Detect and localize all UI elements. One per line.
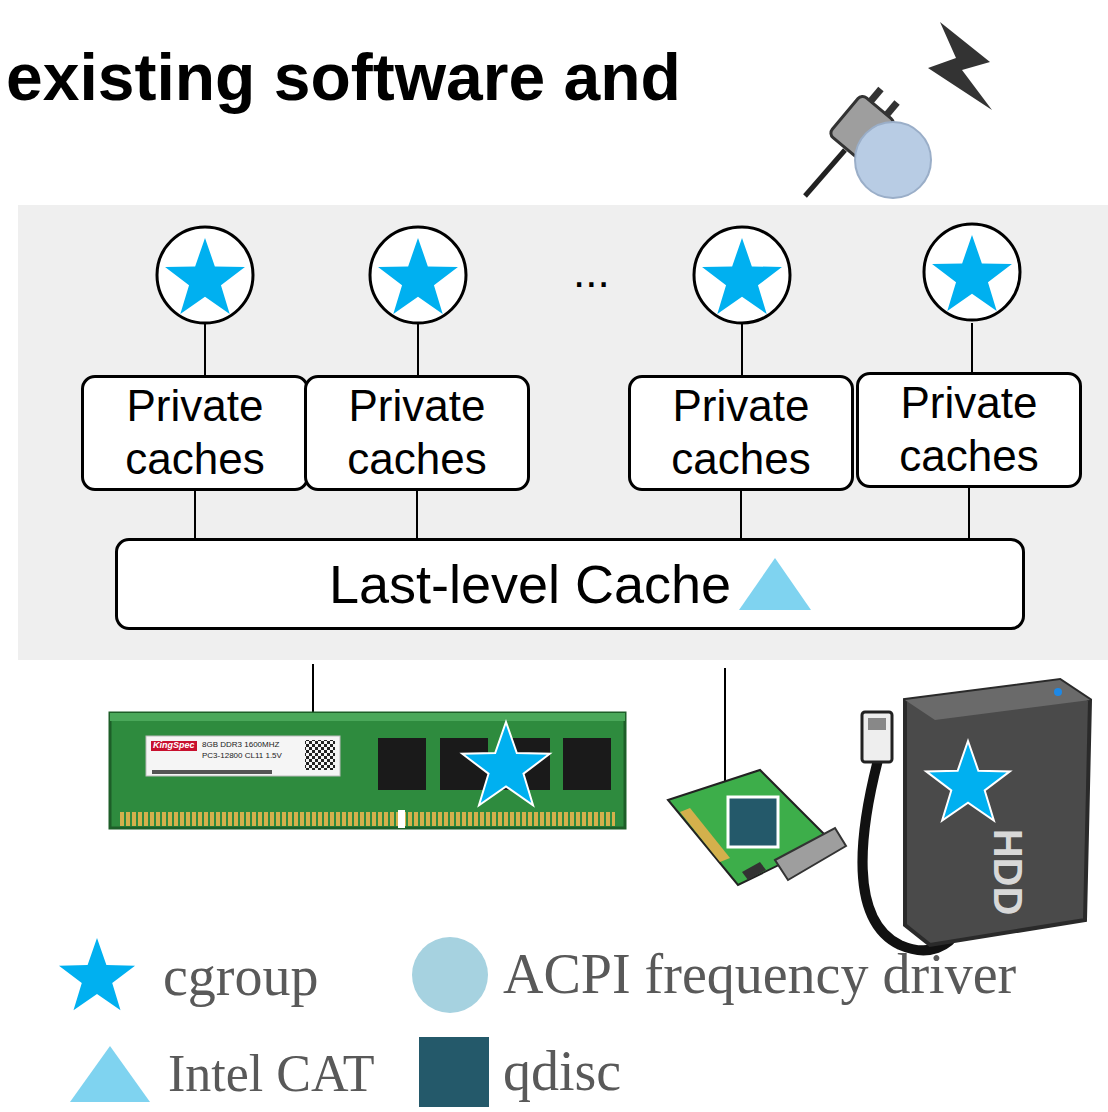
- intel-cat-triangle: [739, 558, 811, 610]
- plug-prong: [867, 87, 883, 105]
- cgroup-star: [378, 238, 458, 314]
- legend-swatch: [419, 1037, 489, 1107]
- cache-bus-line: [194, 491, 196, 538]
- chip-panel: [18, 205, 1108, 660]
- ram-chip: [378, 738, 426, 790]
- cache-bus-line: [968, 488, 970, 538]
- hard-disk: [862, 680, 1090, 950]
- private-cache-box: Private caches: [304, 375, 530, 491]
- core-wire: [971, 323, 973, 373]
- slide-title: existing software and: [6, 44, 681, 110]
- box-label: Private caches: [631, 380, 851, 486]
- box-label: Last-level Cache: [329, 552, 731, 617]
- private-cache-box: Private caches: [81, 375, 309, 491]
- ram-brand: KingSpec: [151, 741, 197, 751]
- core-circle: [157, 227, 253, 323]
- usb-plug: [862, 712, 892, 762]
- last-level-cache-box: Last-level Cache: [115, 538, 1025, 630]
- power-plug-icon: [805, 22, 992, 198]
- core-circle: [370, 227, 466, 323]
- cache-bus-line: [740, 491, 742, 538]
- core-wire: [741, 323, 743, 376]
- nic-contacts: [680, 808, 730, 862]
- core-circle: [694, 227, 790, 323]
- disk-top-face: [905, 680, 1090, 720]
- plug-cable: [805, 150, 845, 196]
- ram-barcode: [152, 770, 272, 774]
- ram-spec: 8GB DDR3 1600MHZ: [202, 741, 279, 750]
- cgroup-star: [702, 238, 782, 314]
- cgroup-star: [165, 238, 245, 314]
- memory-wire: [312, 664, 314, 713]
- legend-swatch: [412, 937, 488, 1013]
- ram-edge: [110, 713, 625, 721]
- lightning-bolt: [928, 22, 992, 110]
- cache-bus-line: [416, 491, 418, 538]
- core-circle: [924, 224, 1020, 320]
- nic-port: [742, 862, 766, 880]
- private-cache-box: Private caches: [856, 372, 1082, 488]
- cgroup-star: [926, 741, 1010, 821]
- legend-text: ACPI frequency driver: [503, 944, 1016, 1006]
- network-card: [668, 770, 846, 885]
- disk-body: [905, 680, 1090, 945]
- ram-contacts: [120, 812, 615, 826]
- ram-chip: [563, 738, 611, 790]
- legend-text: cgroup: [163, 946, 319, 1008]
- ram-notch: [398, 810, 405, 828]
- intel-cat-triangle: [739, 556, 811, 612]
- cgroup-star: [932, 235, 1012, 311]
- box-label: Private caches: [84, 380, 306, 486]
- plug-prong: [883, 100, 899, 118]
- legend-swatches: [59, 937, 489, 1107]
- cpu-cores: [157, 224, 1020, 376]
- ram-sticker: [146, 736, 340, 776]
- core-wire: [204, 323, 206, 376]
- cgroup-star: [462, 722, 549, 805]
- legend-swatch: [70, 1046, 150, 1102]
- box-label: Private caches: [859, 377, 1079, 483]
- nic-wire: [724, 668, 726, 790]
- ram-module: [110, 713, 625, 828]
- ram-spec: PC3-12800 CL11 1.5V: [202, 752, 282, 761]
- legend-text: qdisc: [503, 1041, 621, 1103]
- ram-qr-code: [305, 740, 335, 770]
- ellipsis: ...: [573, 248, 610, 296]
- usb-plug-tip: [868, 718, 886, 730]
- disk-label: HDD: [986, 829, 1030, 916]
- legend-text: Intel CAT: [168, 1045, 375, 1102]
- acpi-circle: [855, 122, 931, 198]
- private-cache-box: Private caches: [628, 375, 854, 491]
- qdisc-square: [728, 797, 778, 847]
- box-label: Private caches: [307, 380, 527, 486]
- ram-board: [110, 713, 625, 828]
- nic-bracket: [775, 828, 846, 880]
- core-wire: [417, 323, 419, 376]
- disk-led: [1054, 688, 1062, 696]
- legend-swatch: [59, 938, 135, 1010]
